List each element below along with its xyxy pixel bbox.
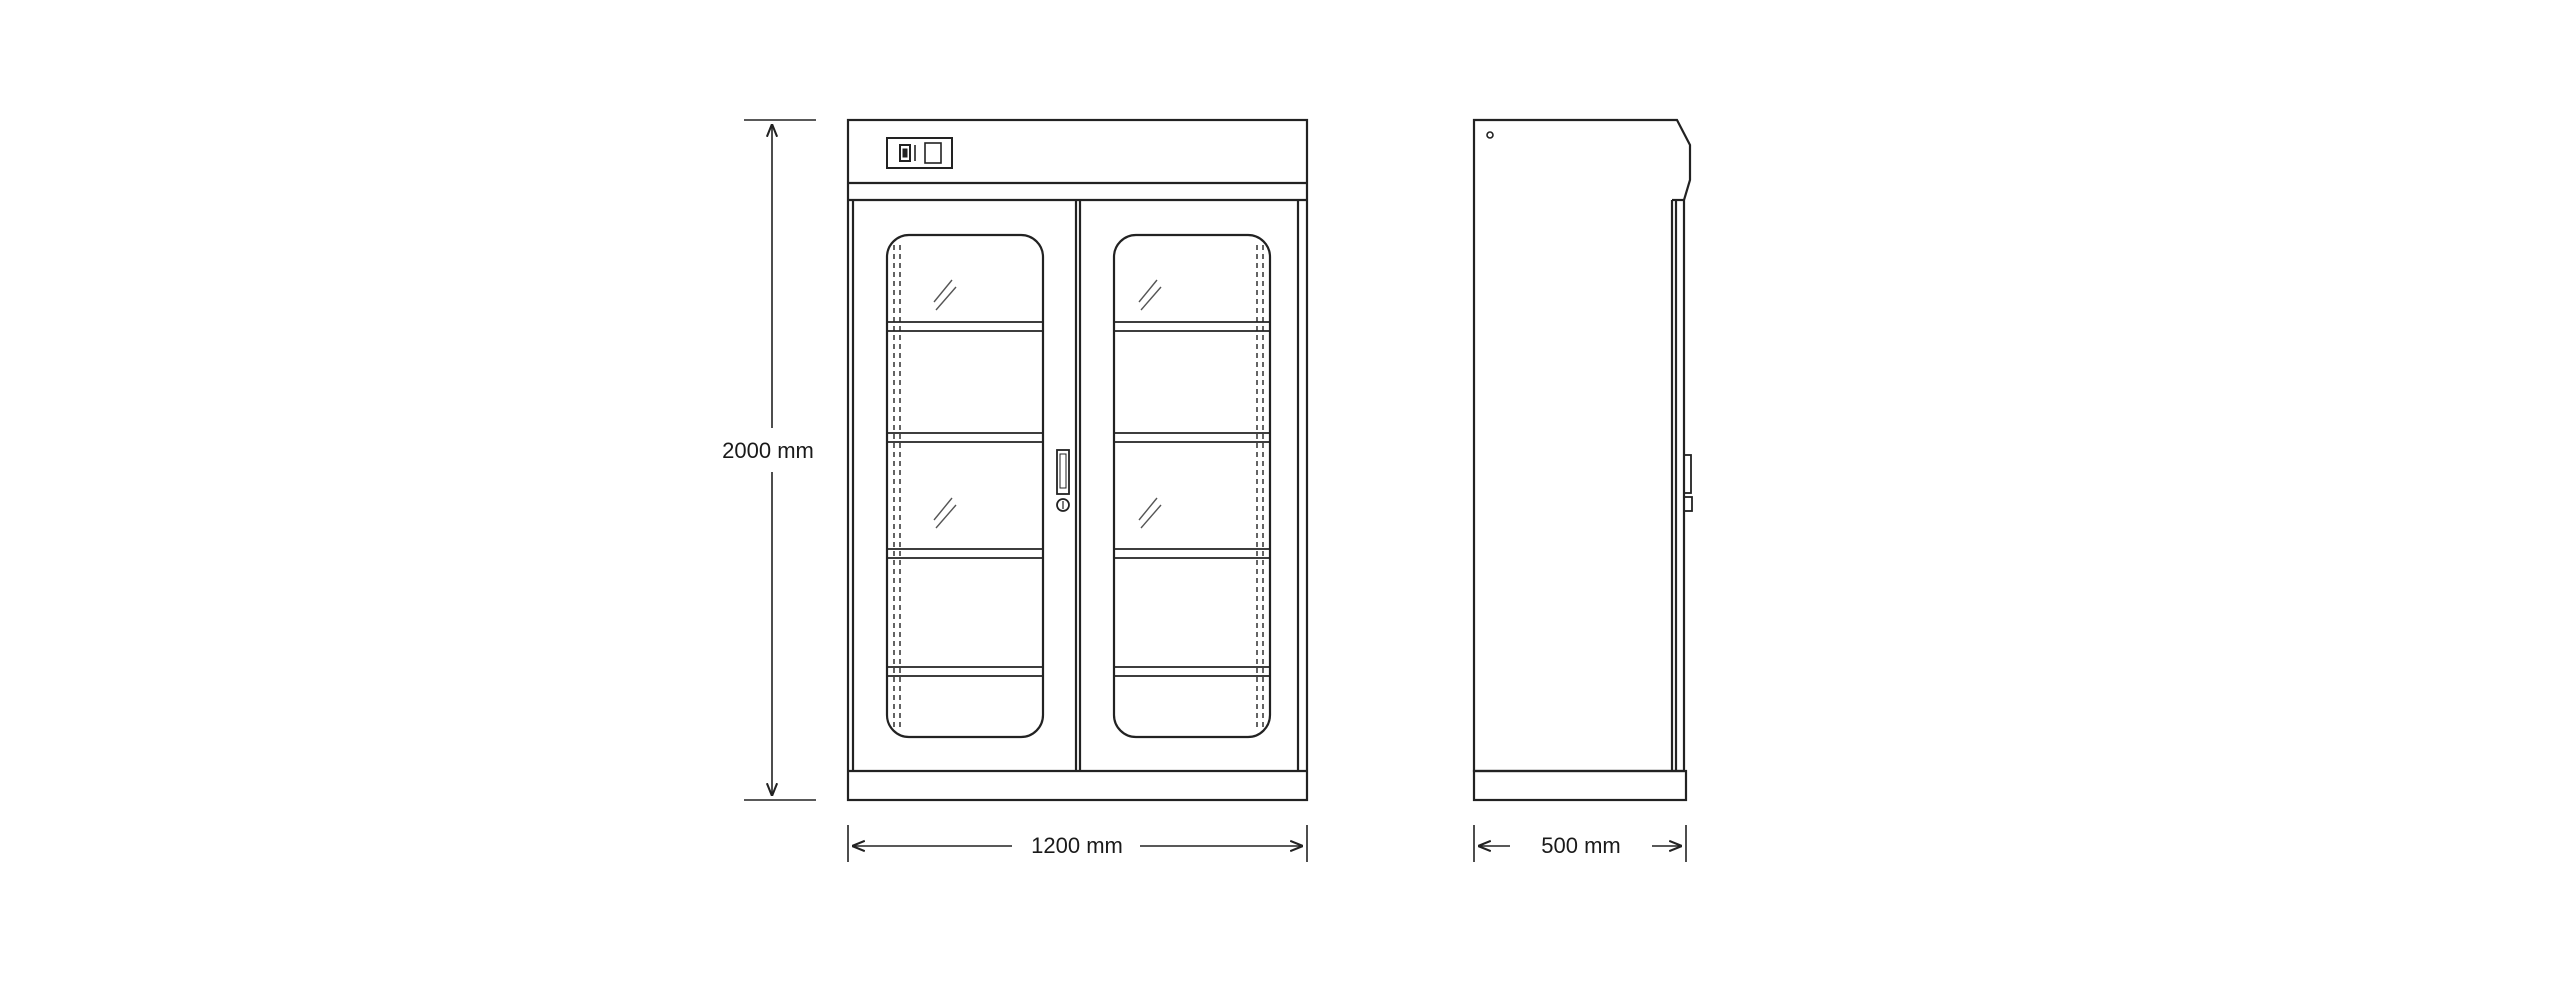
right-shelves <box>1114 321 1270 677</box>
depth-dimension <box>1473 825 1687 862</box>
front-view <box>846 118 1309 802</box>
left-shelves <box>887 321 1043 677</box>
side-vent-hole <box>1486 131 1494 139</box>
front-outer-frame <box>846 118 1309 802</box>
depth-label: 500 mm <box>1541 833 1620 858</box>
height-dimension <box>744 119 816 801</box>
right-door-window <box>1112 233 1272 739</box>
width-label: 1200 mm <box>1031 833 1123 858</box>
control-panel-icon <box>886 137 953 169</box>
glass-reflections <box>933 279 1162 529</box>
hinge-icon <box>1683 454 1693 512</box>
left-door-window <box>885 233 1045 739</box>
shelf-rails <box>893 245 1264 727</box>
side-outline <box>1472 118 1692 773</box>
side-plinth <box>1472 769 1688 802</box>
side-view <box>1472 118 1693 802</box>
width-dimension <box>847 825 1308 862</box>
height-label: 2000 mm <box>722 438 814 463</box>
lock-handle-icon <box>1056 449 1070 512</box>
